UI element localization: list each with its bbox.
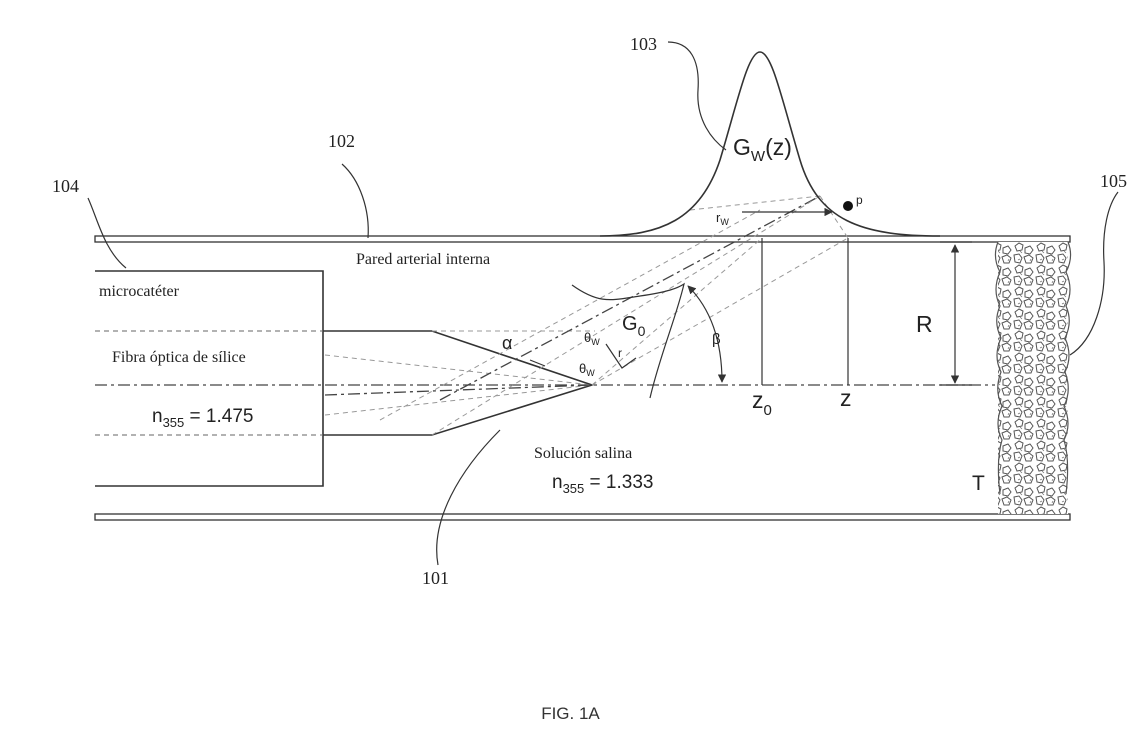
leader-104 <box>88 198 126 268</box>
beta-label: β <box>712 331 721 348</box>
rw-label: rW <box>716 210 729 227</box>
alpha-label: α <box>502 333 512 353</box>
microcatheter <box>95 271 323 486</box>
leader-101 <box>437 430 500 565</box>
ref-103: 103 <box>630 34 657 54</box>
g0-label: G0 <box>622 313 646 339</box>
radius-label: R <box>916 311 933 337</box>
tissue-label: T <box>972 472 985 495</box>
r-label: r <box>618 346 622 360</box>
figure-caption: FIG. 1A <box>0 704 1141 724</box>
theta-w-label-upper: θW <box>584 330 600 347</box>
theta-w-label-lower: θW <box>579 361 595 378</box>
point-p-label: p <box>856 193 863 207</box>
inner-wall-label: Pared arterial interna <box>356 251 490 268</box>
upper-artery-wall <box>95 236 1070 242</box>
leader-105 <box>1070 192 1118 355</box>
saline-index: n355 = 1.333 <box>552 472 653 496</box>
z-label: z <box>840 385 852 411</box>
ref-105: 105 <box>1100 171 1127 191</box>
leader-103 <box>668 42 726 150</box>
gw-label: GW(z) <box>733 134 792 165</box>
emission-cone <box>380 196 848 435</box>
ref-102: 102 <box>328 131 355 151</box>
fiber-label: Fibra óptica de sílice <box>112 349 246 366</box>
microcatheter-label: microcatéter <box>99 283 180 300</box>
lower-artery-wall <box>95 514 1070 520</box>
z0-label: z0 <box>752 387 772 419</box>
saline-label: Solución salina <box>534 445 632 462</box>
point-p <box>843 201 853 211</box>
fiber-index: n355 = 1.475 <box>152 406 253 430</box>
ref-104: 104 <box>52 176 79 196</box>
tissue-region <box>995 242 1070 514</box>
ref-101: 101 <box>422 568 449 588</box>
leader-102 <box>342 164 368 238</box>
